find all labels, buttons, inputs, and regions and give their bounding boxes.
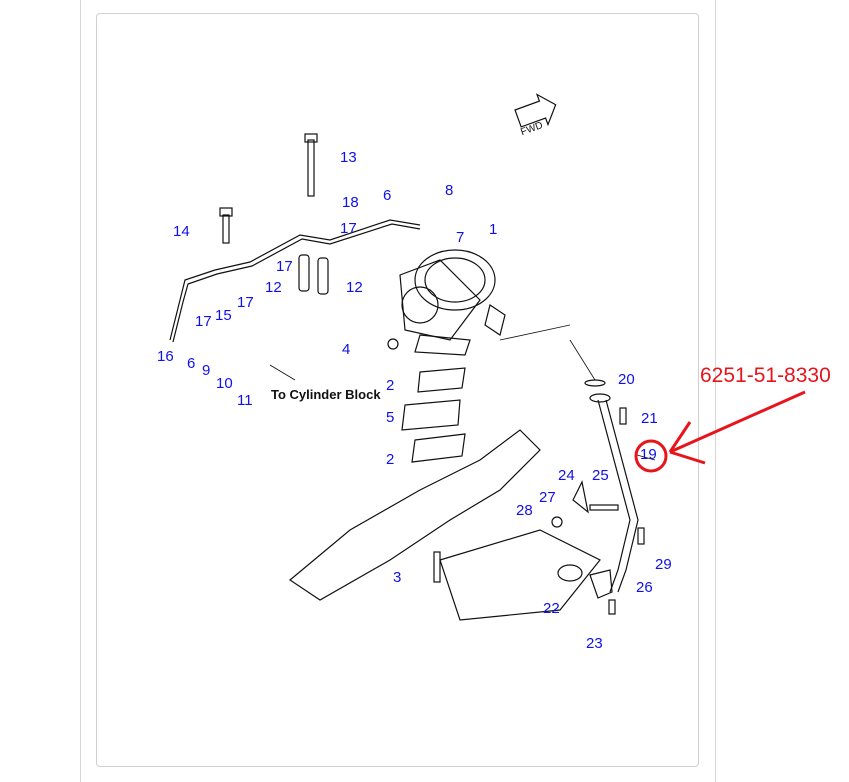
callout-1: 1 [489,221,498,238]
oil-supply-pipe [169,219,421,343]
callout-17: 17 [276,258,293,275]
nut-28 [551,516,563,528]
callout-12: 12 [265,279,282,296]
callout-27: 27 [539,489,556,506]
pin-12a [298,254,310,292]
gasket-22 [557,564,583,582]
callout-13: 13 [340,149,357,166]
bolt-21 [619,407,627,425]
callout-17: 17 [237,294,254,311]
leader-lines [269,324,656,461]
page-frame [80,0,716,782]
fwd-arrow-icon [514,93,557,128]
callout-22: 22 [543,600,560,617]
gasket-20 [584,379,606,387]
callout-10: 10 [216,375,233,392]
exhaust-manifold [288,429,601,621]
callout-24: 24 [558,467,575,484]
callout-21: 21 [641,410,658,427]
callout-20: 20 [618,371,635,388]
callout-6: 6 [187,355,196,372]
callout-15: 15 [215,307,232,324]
bolt-25 [589,504,619,511]
callout-26: 26 [636,579,653,596]
fwd-label: FWD [519,120,544,138]
gasket-2b [411,433,466,463]
bolt-13 [304,133,318,197]
callout-8: 8 [445,182,454,199]
spacer-5 [401,399,461,431]
callout-25: 25 [592,467,609,484]
bolt-23 [608,599,616,615]
oil-drain-tube-19 [589,393,639,593]
callout-3: 3 [393,569,402,586]
callout-17: 17 [195,313,212,330]
callout-9: 9 [202,362,211,379]
callout-28: 28 [516,502,533,519]
bolt-14 [219,207,233,244]
gasket-2a [417,367,466,393]
callout-29: 29 [655,556,672,573]
part-number-annotation: 6251-51-8330 [700,364,831,387]
callout-7: 7 [456,229,465,246]
bolt-29 [637,527,645,545]
callout-12: 12 [346,279,363,296]
callout-2: 2 [386,377,395,394]
callout-23: 23 [586,635,603,652]
callout-19-highlight-circle [634,439,668,473]
callout-14: 14 [173,223,190,240]
pin-12b [317,257,329,295]
callout-2: 2 [386,451,395,468]
callout-6: 6 [383,187,392,204]
connector-26 [589,569,613,599]
nut-4 [387,338,399,350]
callout-17: 17 [340,220,357,237]
callout-19: 19 [640,446,657,463]
callout-11: 11 [237,392,253,409]
diagram-card [96,13,699,767]
turbocharger [399,249,506,356]
callout-18: 18 [342,194,359,211]
to-cylinder-block-note: To Cylinder Block [271,387,381,402]
part-number-arrow [634,390,806,473]
bolt-3 [433,551,441,583]
callout-4: 4 [342,341,351,358]
callout-5: 5 [386,409,395,426]
callout-16: 16 [157,348,174,365]
bracket-24 [572,480,589,514]
